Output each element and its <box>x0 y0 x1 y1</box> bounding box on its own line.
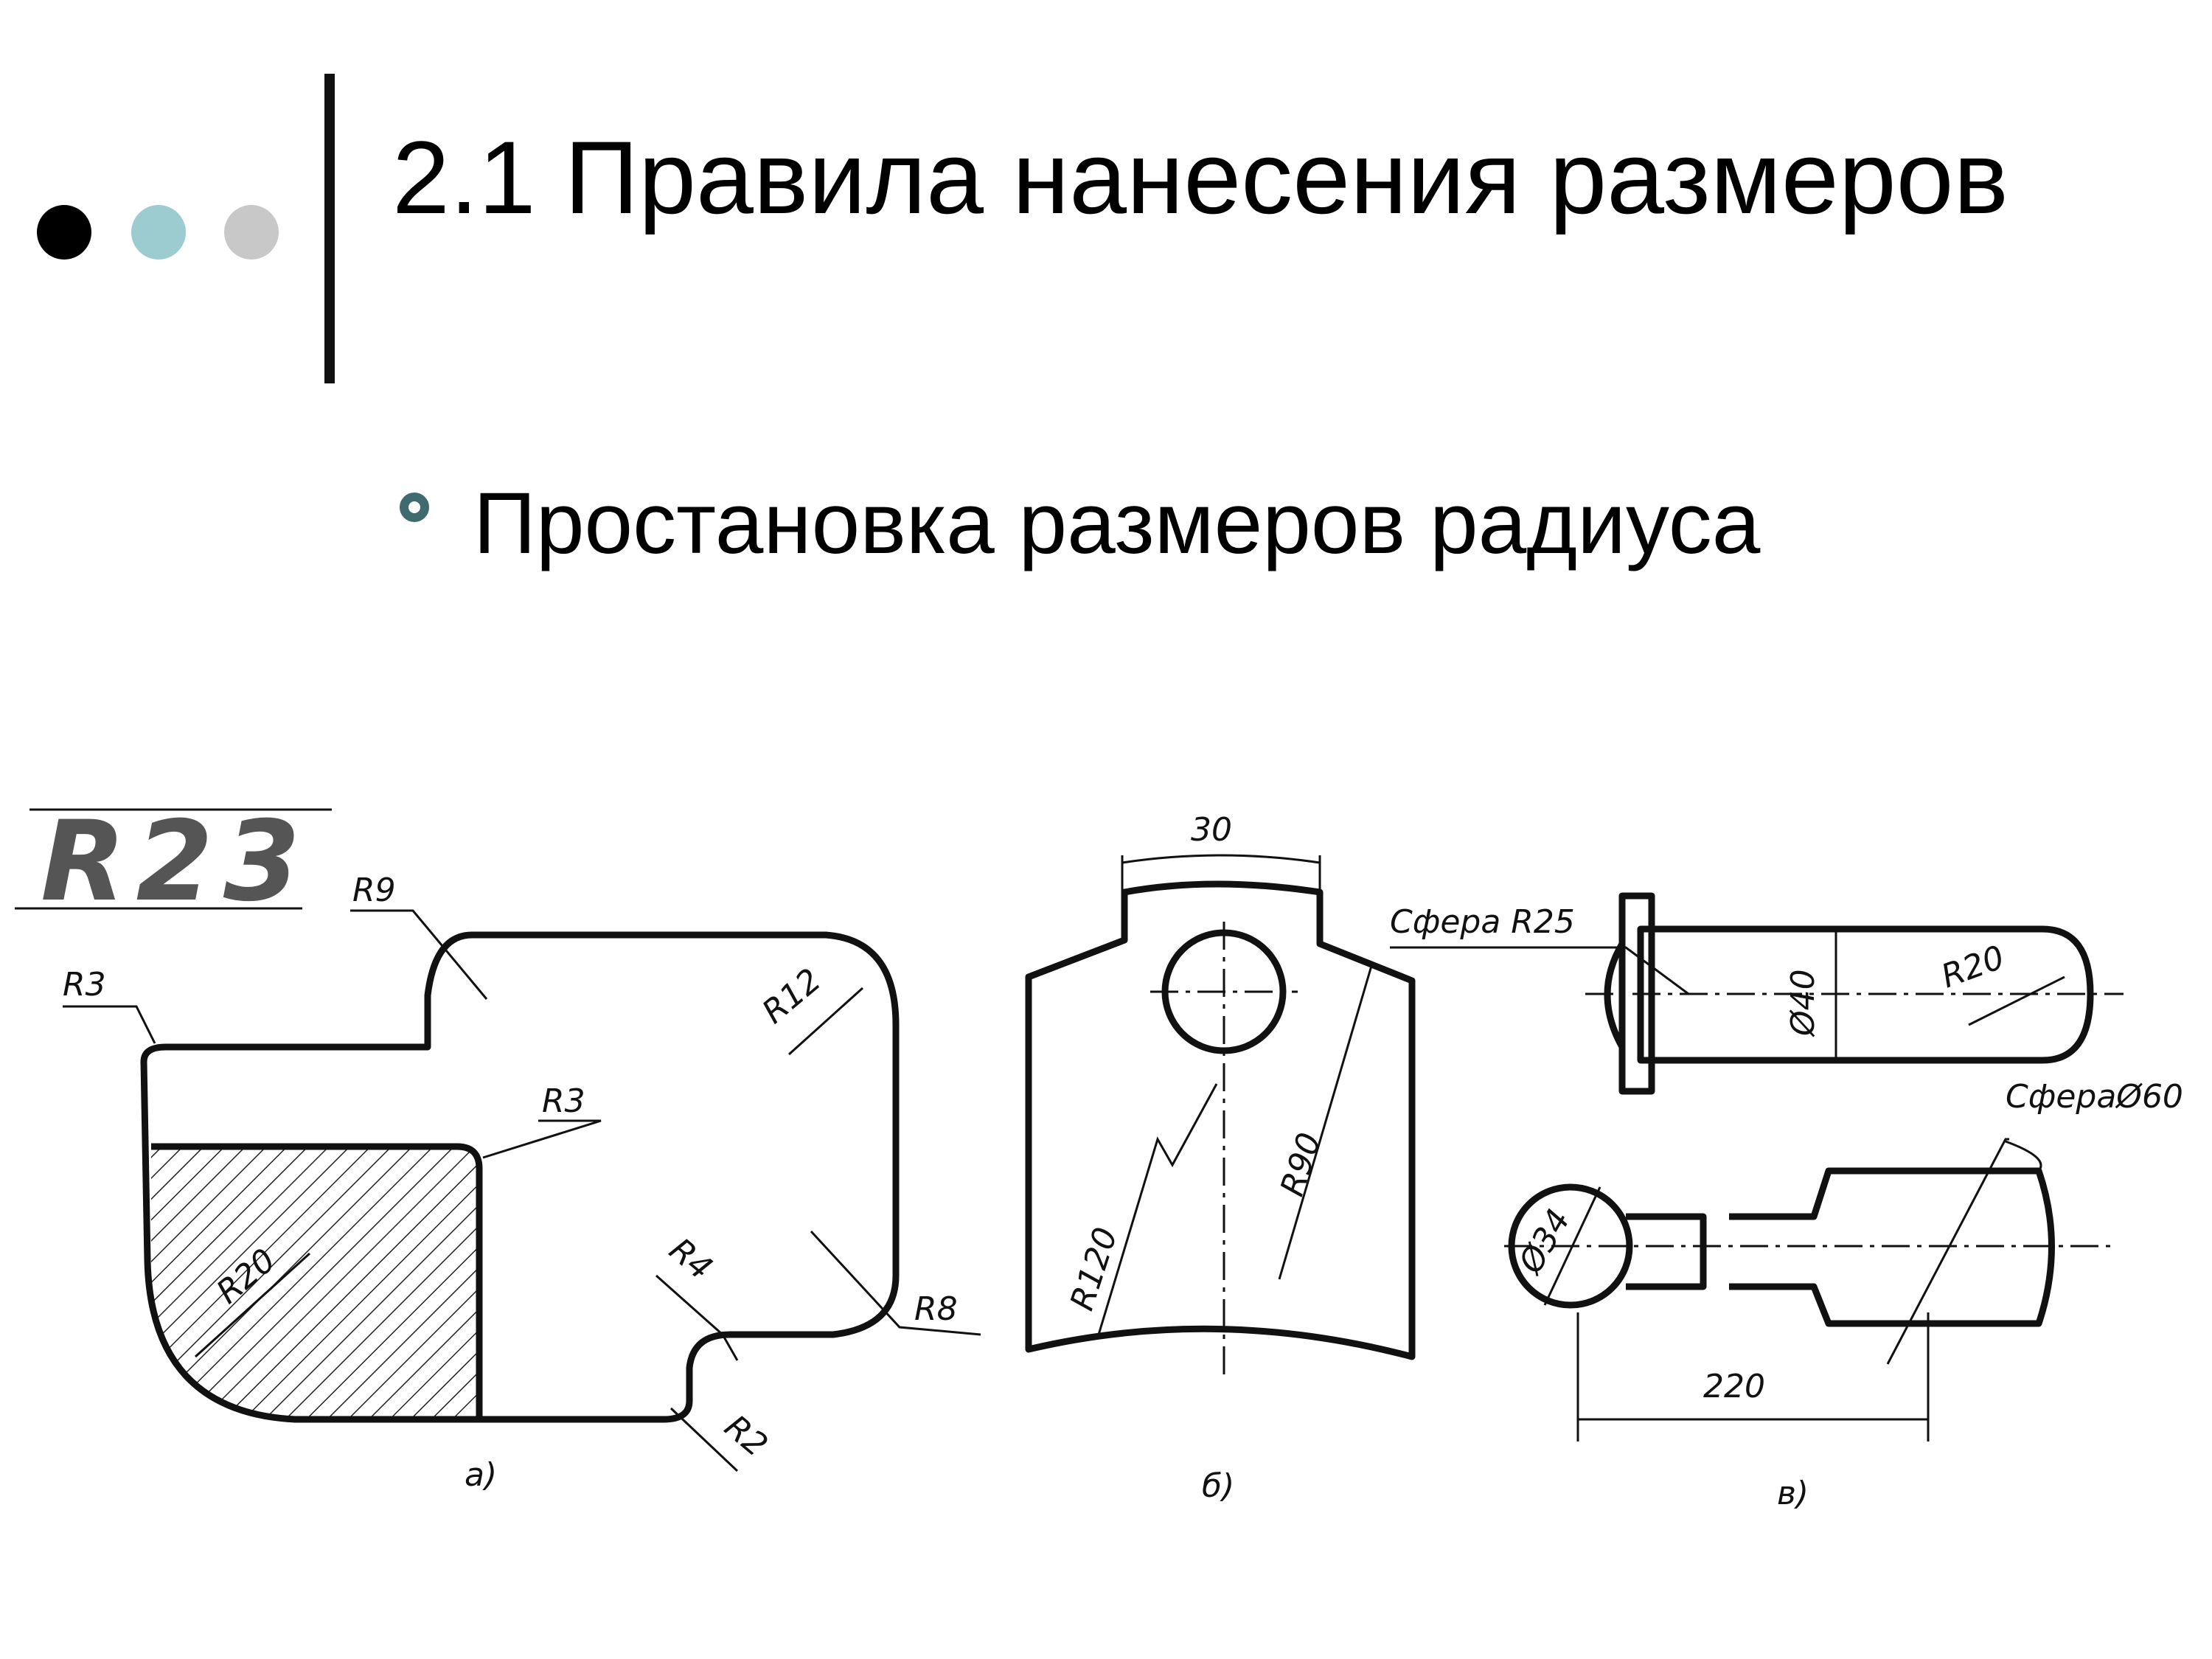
panel-a-hatch-region <box>151 1147 479 1419</box>
bullet-text: Простановка размеров радиуса <box>473 475 1761 572</box>
dim-a-1: R9 <box>352 872 396 909</box>
decor-dot-1 <box>37 205 91 260</box>
panel-b-outline <box>1025 880 1416 1360</box>
caption-a: а) <box>465 1456 497 1494</box>
caption-c: в) <box>1777 1475 1809 1512</box>
dim-b-1: 30 <box>1191 811 1232 849</box>
dim-a-7: R8 <box>914 1290 958 1328</box>
panel-b: 30 R90 R120 б) <box>1025 811 1416 1505</box>
dim-c-2: Ø40 <box>1784 969 1822 1037</box>
technical-drawing: R23 R9 R3 R12 R3 R20 R4 R8 R2 а) 30 <box>15 798 2183 1512</box>
dim-b-3: R120 <box>1063 1223 1125 1315</box>
dim-c-4: СфераØ60 <box>2006 1078 2183 1116</box>
dim-a-8: R2 <box>717 1408 775 1464</box>
dim-c-3: R20 <box>1936 939 2009 996</box>
dim-a-6: R4 <box>662 1231 720 1287</box>
dim-a-3: R12 <box>755 961 828 1032</box>
title-divider <box>324 74 335 383</box>
bullet-ring-icon <box>400 493 429 522</box>
panel-c-pin <box>1637 925 2094 1064</box>
dim-a-2: R3 <box>63 966 106 1004</box>
sample-label: R23 <box>41 798 310 926</box>
dim-c-6: 220 <box>1703 1368 1765 1405</box>
dim-a-4: R3 <box>542 1082 585 1120</box>
slide-title: 2.1 Правила нанесения размеров <box>392 119 2008 235</box>
dim-c-1: Сфера R25 <box>1390 903 1575 941</box>
panel-a-inner-edge <box>151 1143 483 1419</box>
panel-a: R9 R3 R12 R3 R20 R4 R8 R2 а) <box>63 872 981 1494</box>
decor-dot-2 <box>131 205 186 260</box>
decor-dot-3 <box>224 205 279 260</box>
dim-b-2: R90 <box>1273 1128 1329 1200</box>
caption-b: б) <box>1202 1467 1234 1505</box>
panel-c: Сфера R25 Ø40 R20 СфераØ60 Ø34 220 в) <box>1390 892 2183 1512</box>
panel-a-outline <box>140 931 900 1423</box>
sample-lettering: R23 <box>15 798 332 926</box>
